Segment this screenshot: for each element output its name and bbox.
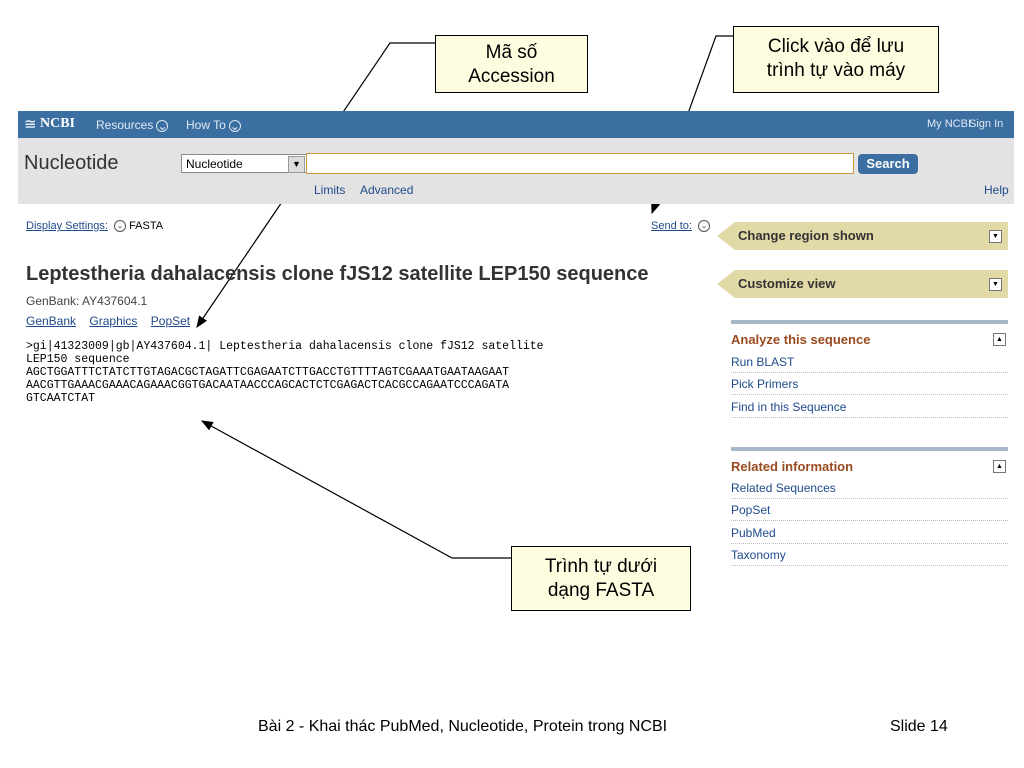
fasta-callout-line1: Trình tự dưới bbox=[544, 556, 658, 577]
fasta-line: AGCTGGATTTCTATCTTGTAGACGCTAGATTCGAGAATCT… bbox=[26, 366, 510, 379]
accession-callout-line2: Accession bbox=[468, 66, 555, 87]
graphics-link[interactable]: Graphics bbox=[89, 314, 138, 328]
related-title: Related information bbox=[731, 459, 854, 474]
slide-footer: Bài 2 - Khai thác PubMed, Nucleotide, Pr… bbox=[258, 718, 668, 735]
collapse-up-icon[interactable]: ▲ bbox=[993, 460, 1006, 473]
my-ncbi-link[interactable]: My NCBI bbox=[927, 118, 971, 130]
fasta-callout: Trình tự dưới dạng FASTA bbox=[511, 546, 691, 611]
resources-label: Resources bbox=[96, 118, 154, 132]
related-sequences-link[interactable]: Related Sequences bbox=[731, 481, 1008, 499]
panel-arrow-shape bbox=[717, 222, 735, 250]
fasta-sequence: >gi|41323009|gb|AY437604.1| Leptestheria… bbox=[26, 340, 544, 405]
pubmed-link[interactable]: PubMed bbox=[731, 526, 1008, 544]
analyze-panel-header: Analyze this sequence ▲ bbox=[731, 320, 1008, 354]
find-in-sequence-link[interactable]: Find in this Sequence bbox=[731, 400, 1008, 418]
accession-arrow bbox=[196, 42, 435, 328]
genbank-link[interactable]: GenBank bbox=[26, 314, 77, 328]
change-region-label: Change region shown bbox=[738, 228, 874, 243]
chevron-down-icon[interactable]: ⌄ bbox=[698, 220, 711, 233]
customize-view-label: Customize view bbox=[738, 276, 836, 291]
search-bar: Nucleotide Nucleotide ▼ Search Limits Ad… bbox=[18, 138, 1014, 204]
customize-view-panel[interactable]: Customize view ▼ bbox=[717, 270, 1008, 298]
sign-in-link[interactable]: Sign In bbox=[969, 118, 1004, 130]
popset-link[interactable]: PopSet bbox=[150, 314, 191, 328]
display-format: FASTA bbox=[129, 220, 164, 232]
howto-label: How To bbox=[186, 118, 226, 132]
taxonomy-link[interactable]: Taxonomy bbox=[731, 548, 1008, 566]
change-region-panel[interactable]: Change region shown ▼ bbox=[717, 222, 1008, 250]
record-links: GenBank Graphics PopSet bbox=[26, 314, 190, 328]
database-select[interactable]: Nucleotide ▼ bbox=[181, 154, 307, 173]
search-input[interactable] bbox=[306, 153, 854, 174]
pick-primers-link[interactable]: Pick Primers bbox=[731, 377, 1008, 395]
analyze-title: Analyze this sequence bbox=[731, 332, 871, 347]
fasta-arrow bbox=[200, 420, 511, 559]
display-settings-row: Display Settings: ⌄ FASTA bbox=[26, 220, 164, 233]
fasta-line: AACGTTGAAACGAAACAGAAACGGTGACAATAACCCAGCA… bbox=[26, 379, 510, 392]
fasta-callout-line2: dạng FASTA bbox=[547, 580, 655, 601]
fasta-line: >gi|41323009|gb|AY437604.1| Leptestheria… bbox=[26, 340, 544, 353]
help-link[interactable]: Help bbox=[984, 183, 1009, 197]
chevron-down-icon[interactable]: ⌄ bbox=[114, 220, 126, 233]
run-blast-link[interactable]: Run BLAST bbox=[731, 355, 1008, 373]
chevron-down-icon: ▼ bbox=[288, 156, 305, 173]
chevron-down-icon: ⌄ bbox=[228, 118, 241, 133]
fasta-line: GTCAATCTAT bbox=[26, 392, 96, 405]
database-select-value: Nucleotide bbox=[186, 157, 243, 171]
chevron-down-icon[interactable]: ▼ bbox=[989, 230, 1002, 243]
accession-callout-line1: Mã số bbox=[485, 42, 538, 63]
accession-callout: Mã số Accession bbox=[435, 35, 588, 93]
advanced-link[interactable]: Advanced bbox=[360, 183, 414, 197]
howto-menu[interactable]: How To⌄ bbox=[186, 118, 241, 132]
slide-number: Slide 14 bbox=[890, 718, 948, 735]
save-callout-line2: trình tự vào máy bbox=[766, 60, 906, 81]
panel-arrow-shape bbox=[717, 270, 735, 298]
display-settings-link[interactable]: Display Settings: bbox=[26, 220, 108, 232]
fasta-line: LEP150 sequence bbox=[26, 353, 130, 366]
database-title: Nucleotide bbox=[24, 152, 119, 174]
ncbi-topbar: ≅ NCBI Resources⌄ How To⌄ My NCBI Sign I… bbox=[18, 111, 1014, 138]
related-panel-header: Related information ▲ bbox=[731, 447, 1008, 481]
send-to-control[interactable]: Send to: ⌄ bbox=[651, 220, 711, 233]
chevron-down-icon: ⌄ bbox=[156, 118, 169, 133]
popset-side-link[interactable]: PopSet bbox=[731, 503, 1008, 521]
limits-link[interactable]: Limits bbox=[314, 183, 346, 197]
resources-menu[interactable]: Resources⌄ bbox=[96, 118, 169, 133]
ncbi-logo[interactable]: NCBI bbox=[40, 116, 76, 131]
save-callout: Click vào để lưu trình tự vào máy bbox=[733, 26, 939, 93]
record-title: Leptestheria dahalacensis clone fJS12 sa… bbox=[26, 263, 649, 285]
ncbi-logo-icon[interactable]: ≅ bbox=[24, 116, 37, 133]
collapse-up-icon[interactable]: ▲ bbox=[993, 333, 1006, 346]
search-button[interactable]: Search bbox=[858, 154, 918, 174]
chevron-down-icon[interactable]: ▼ bbox=[989, 278, 1002, 291]
genbank-id: GenBank: AY437604.1 bbox=[26, 294, 148, 308]
send-to-link[interactable]: Send to: bbox=[651, 220, 692, 232]
save-callout-line1: Click vào để lưu bbox=[767, 36, 905, 57]
